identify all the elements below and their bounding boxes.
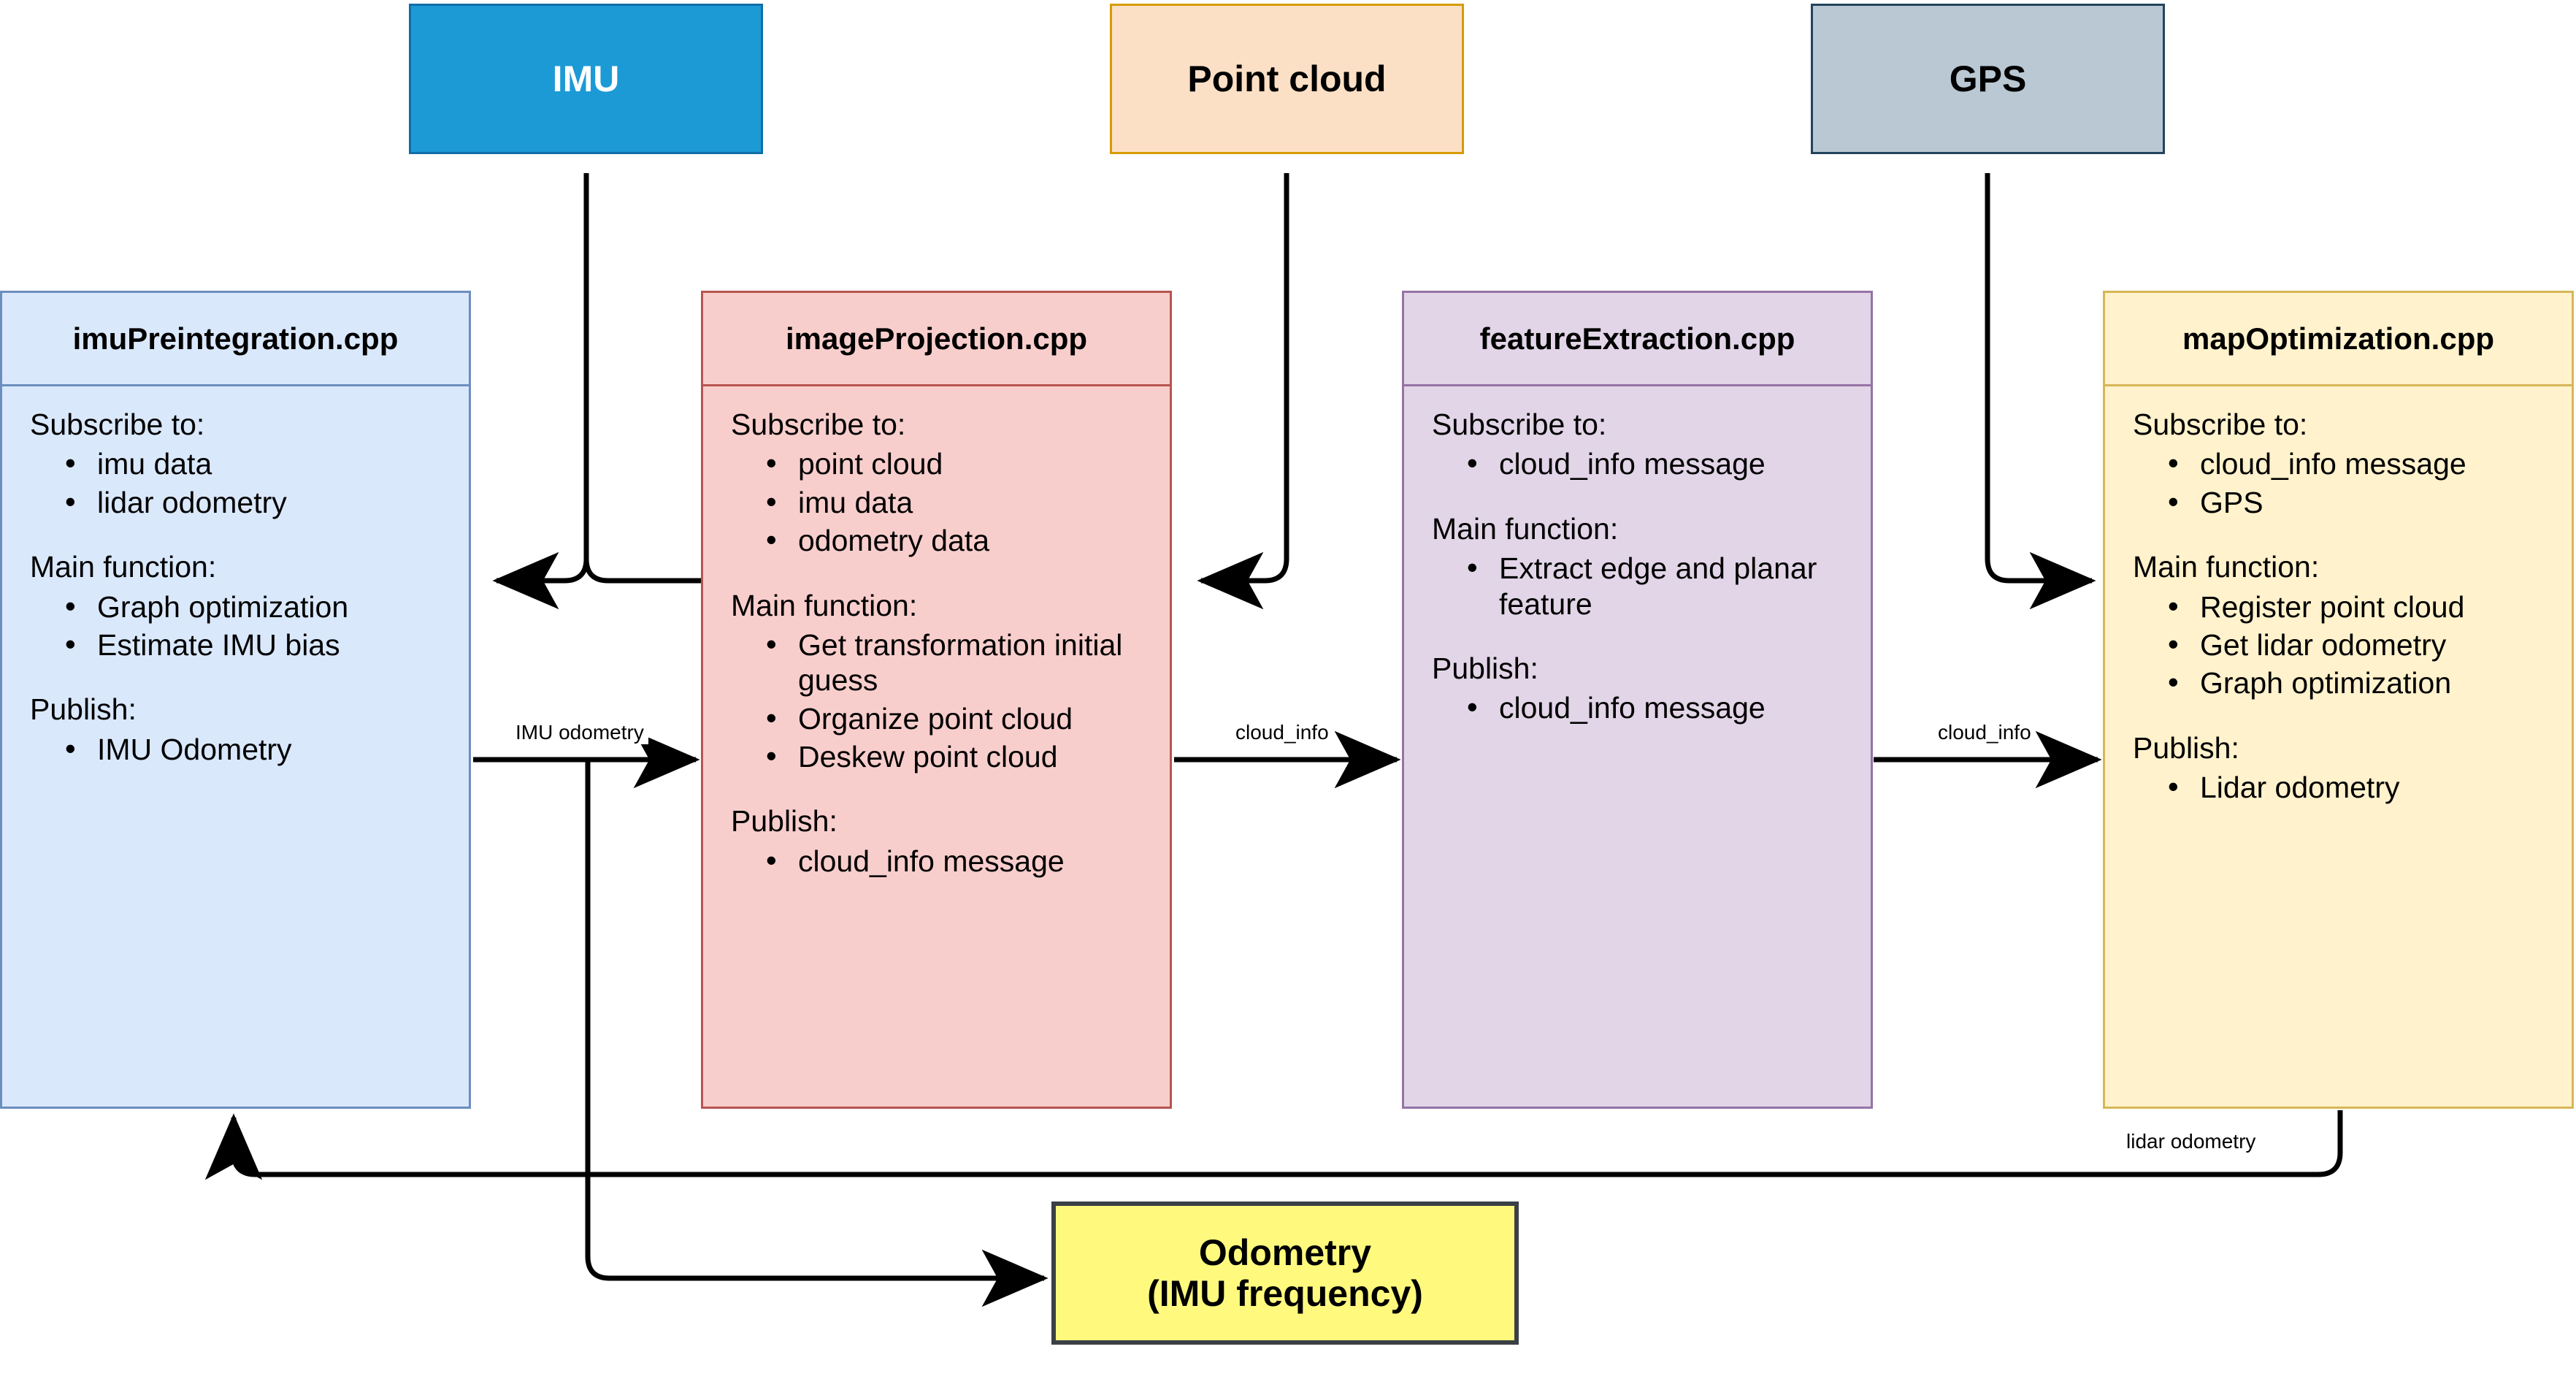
edge-label-cloud-info-1: cloud_info: [1231, 721, 1333, 744]
subscribe-list-mapoptimization: cloud_info message GPS: [2114, 445, 2563, 520]
list-item: IMU Odometry: [65, 730, 453, 767]
list-item: Extract edge and planar feature: [1467, 549, 1855, 622]
list-item: imu data: [65, 445, 453, 481]
module-body-imageprojection: Subscribe to: point cloud imu data odome…: [703, 386, 1170, 1107]
list-item: Graph optimization: [2168, 664, 2556, 700]
list-item: cloud_info message: [2168, 445, 2556, 481]
publish-label-imageprojection: Publish:: [731, 804, 837, 839]
publish-list-imupreintegration: IMU Odometry: [11, 730, 460, 767]
publish-label-featureextraction: Publish:: [1432, 651, 1538, 685]
module-card-featureextraction[interactable]: featureExtraction.cpp Subscribe to: clou…: [1402, 291, 1873, 1109]
wire-pointcloud-to-imageprojection: [1197, 173, 1289, 610]
subscribe-label-mapoptimization: Subscribe to:: [2133, 408, 2308, 441]
module-title-featureextraction: featureExtraction.cpp: [1404, 293, 1871, 386]
publish-label-mapoptimization: Publish:: [2133, 730, 2239, 765]
module-card-mapoptimization[interactable]: mapOptimization.cpp Subscribe to: cloud_…: [2103, 291, 2574, 1109]
spacer: [11, 665, 460, 692]
spacer: [2114, 704, 2563, 730]
sink-box-odometry-line1: Odometry: [1198, 1232, 1372, 1273]
main-label-mapoptimization: Main function:: [2133, 550, 2320, 584]
module-title-imupreintegration: imuPreintegration.cpp: [2, 293, 469, 386]
list-item: Register point cloud: [2168, 587, 2556, 624]
list-item: GPS: [2168, 484, 2556, 520]
subscribe-label-featureextraction: Subscribe to:: [1432, 408, 1607, 441]
module-body-featureextraction: Subscribe to: cloud_info message Main fu…: [1404, 386, 1871, 1107]
subscribe-list-imupreintegration: imu data lidar odometry: [11, 445, 460, 520]
main-label-imupreintegration: Main function:: [30, 550, 217, 584]
source-box-gps[interactable]: GPS: [1811, 4, 2165, 154]
edge-label-cloud-info-2: cloud_info: [1933, 721, 2036, 744]
source-box-imu[interactable]: IMU: [409, 4, 763, 154]
source-box-imu-label: IMU: [552, 58, 620, 99]
source-box-point-cloud-label: Point cloud: [1187, 58, 1387, 99]
list-item: imu data: [766, 484, 1154, 520]
list-item: Deskew point cloud: [766, 738, 1154, 774]
subscribe-list-imageprojection: point cloud imu data odometry data: [712, 445, 1161, 558]
spacer: [1413, 624, 1862, 651]
subscribe-list-featureextraction: cloud_info message: [1413, 445, 1862, 481]
publish-list-featureextraction: cloud_info message: [1413, 689, 1862, 725]
publish-list-mapoptimization: Lidar odometry: [2114, 768, 2563, 805]
list-item: Get transformation initial guess: [766, 626, 1154, 698]
module-body-imupreintegration: Subscribe to: imu data lidar odometry Ma…: [2, 386, 469, 1107]
sink-box-odometry-line2: (IMU frequency): [1147, 1273, 1423, 1314]
spacer: [11, 523, 460, 549]
edge-label-imu-odometry: IMU odometry: [511, 721, 648, 744]
main-list-imageprojection: Get transformation initial guess Organiz…: [712, 626, 1161, 775]
spacer: [712, 562, 1161, 588]
list-item: cloud_info message: [1467, 445, 1855, 481]
module-title-mapoptimization: mapOptimization.cpp: [2105, 293, 2572, 386]
sink-box-odometry[interactable]: Odometry (IMU frequency): [1051, 1202, 1519, 1345]
main-label-featureextraction: Main function:: [1432, 511, 1619, 546]
wire-gps-to-mapoptimization: [1985, 173, 2096, 610]
list-item: point cloud: [766, 445, 1154, 481]
edge-label-lidar-odometry: lidar odometry: [2122, 1130, 2261, 1153]
main-list-featureextraction: Extract edge and planar feature: [1413, 549, 1862, 622]
module-card-imageprojection[interactable]: imageProjection.cpp Subscribe to: point …: [701, 291, 1172, 1109]
main-list-mapoptimization: Register point cloud Get lidar odometry …: [2114, 587, 2563, 701]
wire-imu-split: [492, 173, 589, 610]
publish-label-imupreintegration: Publish:: [30, 692, 137, 727]
list-item: Estimate IMU bias: [65, 626, 453, 662]
module-title-imageprojection: imageProjection.cpp: [703, 293, 1170, 386]
list-item: Organize point cloud: [766, 700, 1154, 736]
wire-mapoptimization-to-imupreintegration: [204, 1110, 2343, 1180]
subscribe-label-imageprojection: Subscribe to:: [731, 408, 906, 441]
list-item: cloud_info message: [1467, 689, 1855, 725]
spacer: [1413, 485, 1862, 511]
spacer: [2114, 523, 2563, 549]
source-box-point-cloud[interactable]: Point cloud: [1110, 4, 1464, 154]
module-card-imupreintegration[interactable]: imuPreintegration.cpp Subscribe to: imu …: [0, 291, 471, 1109]
list-item: Get lidar odometry: [2168, 626, 2556, 662]
list-item: lidar odometry: [65, 484, 453, 520]
main-label-imageprojection: Main function:: [731, 588, 918, 622]
list-item: Lidar odometry: [2168, 768, 2556, 805]
main-list-imupreintegration: Graph optimization Estimate IMU bias: [11, 587, 460, 663]
module-body-mapoptimization: Subscribe to: cloud_info message GPS Mai…: [2105, 386, 2572, 1107]
subscribe-label-imupreintegration: Subscribe to:: [30, 408, 205, 441]
list-item: odometry data: [766, 522, 1154, 558]
spacer: [712, 777, 1161, 803]
source-box-gps-label: GPS: [1949, 58, 2027, 99]
list-item: cloud_info message: [766, 842, 1154, 879]
publish-list-imageprojection: cloud_info message: [712, 842, 1161, 879]
list-item: Graph optimization: [65, 587, 453, 624]
